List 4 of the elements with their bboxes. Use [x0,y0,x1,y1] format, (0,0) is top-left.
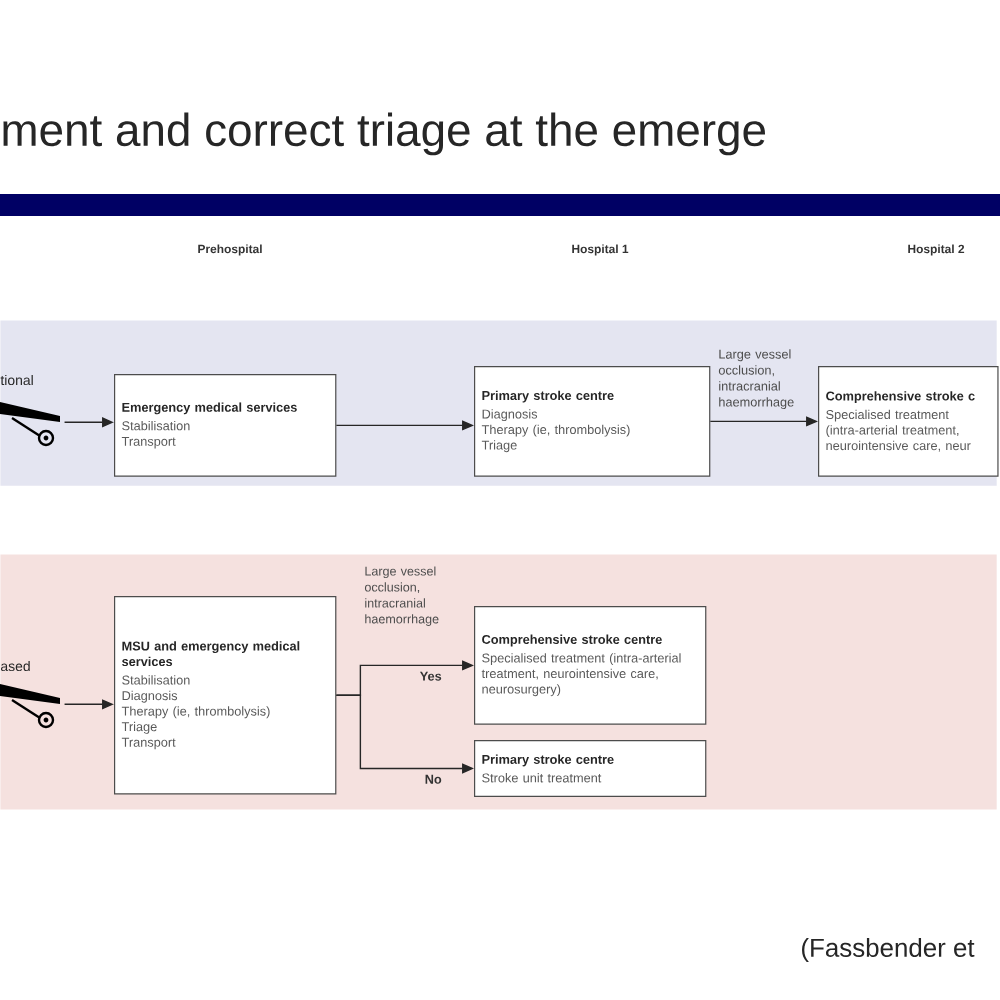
title: ment and correct triage at the emerge [3,112,765,156]
stretcher-drawing [0,402,60,447]
stretcher-drawing [0,684,60,729]
citation: (Fassbender et [802,937,975,963]
